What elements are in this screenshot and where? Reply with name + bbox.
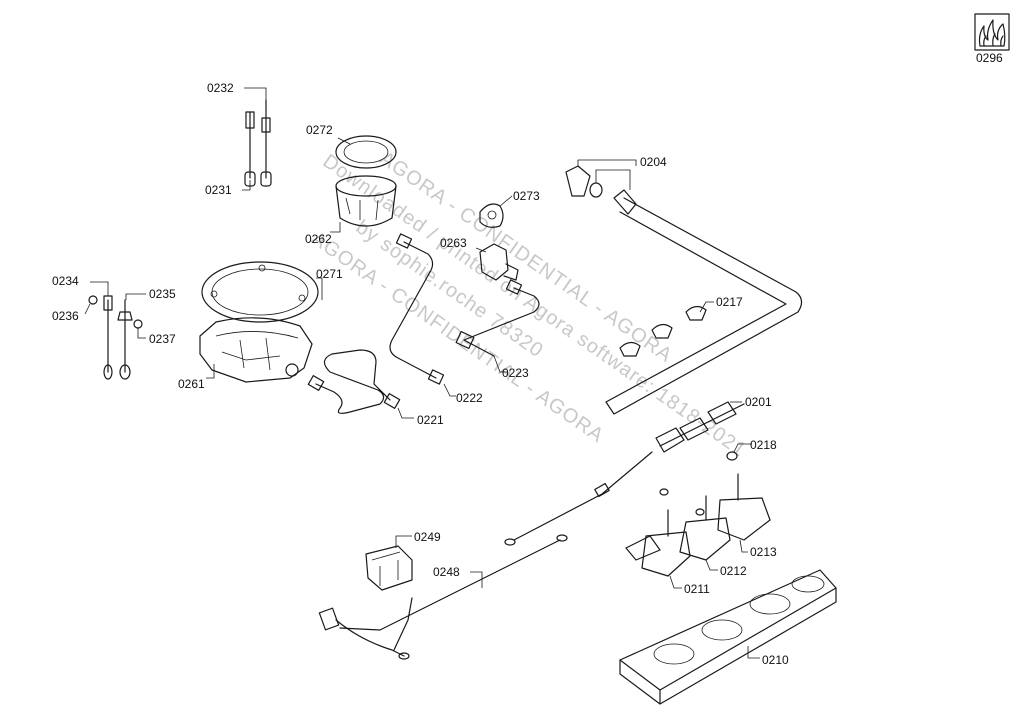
gasket-0272: 0272 (306, 123, 397, 169)
tap-support-0210: 0210 (619, 569, 837, 705)
burner-base-0261: 0261 (178, 317, 313, 391)
clips-0217: 0217 (619, 295, 743, 357)
label-0212: 0212 (720, 564, 747, 578)
wiring-harness-0248: 0248 (318, 534, 568, 660)
gas-tube-0221: 0221 (307, 349, 444, 427)
gas-flame-icon: 0296 (974, 13, 1010, 65)
electrode-set-0234-0235: 0234 0235 0236 0237 (52, 274, 176, 380)
label-0248: 0248 (433, 565, 460, 579)
label-0218: 0218 (750, 438, 777, 452)
washer-0218: 0218 (726, 438, 777, 461)
label-0223: 0223 (502, 366, 529, 380)
label-0234: 0234 (52, 274, 79, 288)
label-0237: 0237 (149, 332, 176, 346)
label-0213: 0213 (750, 545, 777, 559)
label-0271: 0271 (316, 267, 343, 281)
label-0211: 0211 (684, 582, 710, 596)
label-0221: 0221 (417, 413, 444, 427)
burner-cup-0262: 0262 (305, 175, 397, 246)
label-0296: 0296 (976, 51, 1003, 65)
rail-0201: 0201 (504, 395, 772, 546)
gas-pipe-0204: 0204 (565, 155, 803, 415)
label-0231: 0231 (205, 183, 232, 197)
label-0236: 0236 (52, 309, 79, 323)
label-0210: 0210 (762, 653, 789, 667)
thermocouple-0232: 0232 0231 (205, 81, 272, 197)
label-0201: 0201 (745, 395, 772, 409)
label-0261: 0261 (178, 377, 205, 391)
label-0263: 0263 (440, 236, 467, 250)
gas-tube-0223: 0223 (455, 279, 540, 380)
label-0217: 0217 (716, 295, 743, 309)
label-0204: 0204 (640, 155, 667, 169)
gas-taps: 0213 0212 0211 (625, 473, 777, 596)
label-0249: 0249 (414, 530, 441, 544)
label-0273: 0273 (513, 189, 540, 203)
ignition-module-0249: 0249 (365, 530, 441, 591)
gasket-0273: 0273 (479, 189, 540, 228)
label-0235: 0235 (149, 287, 176, 301)
label-0262: 0262 (305, 232, 332, 246)
label-0232: 0232 (207, 81, 234, 95)
seal-ring-0271: 0271 (201, 261, 343, 323)
label-0272: 0272 (306, 123, 333, 137)
injector-0263: 0263 (440, 236, 519, 281)
label-0222: 0222 (456, 391, 483, 405)
gas-tube-0222: 0222 (389, 233, 483, 405)
